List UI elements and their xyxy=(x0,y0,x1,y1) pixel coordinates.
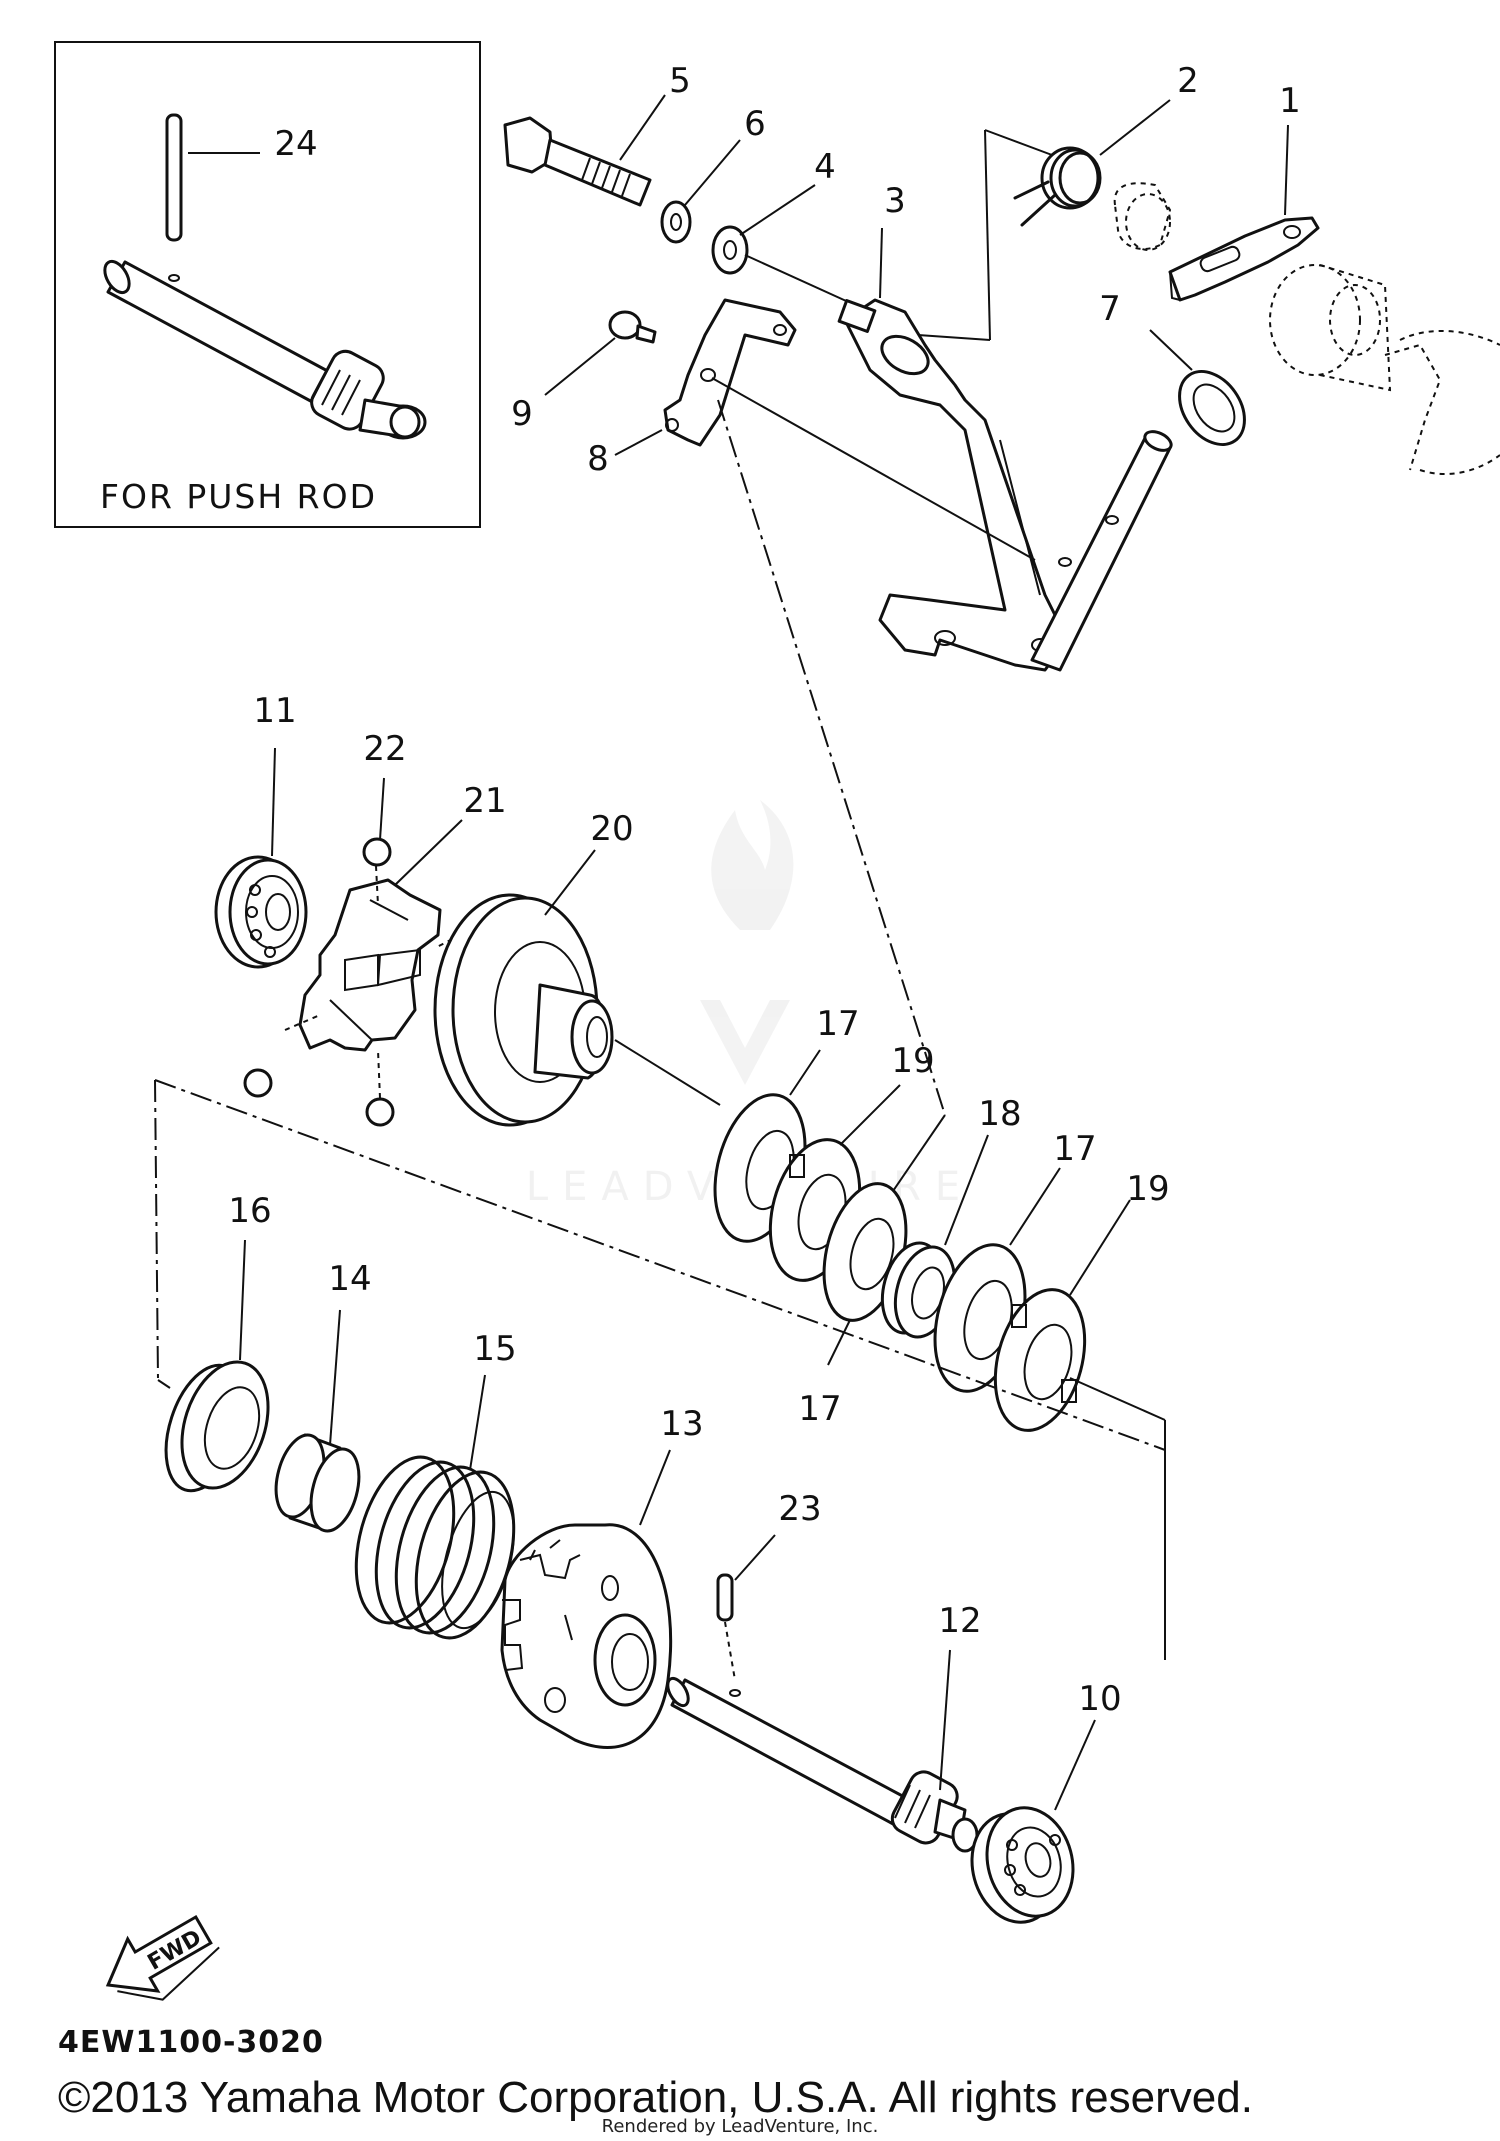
lock-washer-6 xyxy=(660,200,692,244)
clutch-lever-3 xyxy=(837,298,1062,672)
clutch-hub-20 xyxy=(433,893,614,1127)
rendered-by-notice: Rendered by LeadVenture, Inc. xyxy=(602,2116,879,2137)
callout-18: 18 xyxy=(978,1094,1021,1134)
callout-24: 24 xyxy=(274,124,317,164)
pin-24 xyxy=(165,113,183,242)
callout-17b: 17 xyxy=(798,1389,841,1429)
fwd-arrow-icon: FWD xyxy=(105,1914,220,2001)
callout-19b: 19 xyxy=(1126,1169,1169,1209)
callout-9: 9 xyxy=(511,394,533,434)
callout-14: 14 xyxy=(328,1259,371,1299)
oil-seal-16 xyxy=(164,1360,270,1493)
callout-4: 4 xyxy=(814,147,836,187)
callout-15: 15 xyxy=(473,1329,516,1369)
oil-seal-7 xyxy=(1178,370,1246,446)
callout-8: 8 xyxy=(587,439,609,479)
push-rod-alt xyxy=(103,259,427,440)
callout-22: 22 xyxy=(363,729,406,769)
screw-9 xyxy=(608,310,657,344)
push-rod-12 xyxy=(666,1676,979,1853)
callout-1: 1 xyxy=(1279,81,1301,121)
bolt-5 xyxy=(503,116,652,207)
callout-7: 7 xyxy=(1099,289,1121,329)
callout-17c: 17 xyxy=(1053,1129,1096,1169)
gear-13 xyxy=(500,1523,673,1749)
callout-16: 16 xyxy=(228,1191,271,1231)
pin-23 xyxy=(716,1573,734,1622)
callout-17a: 17 xyxy=(816,1004,859,1044)
callout-10: 10 xyxy=(1078,1679,1121,1719)
callout-19a: 19 xyxy=(891,1041,934,1081)
crankcase-ghost xyxy=(1269,264,1500,476)
callout-20: 20 xyxy=(590,809,633,849)
bracket-8 xyxy=(663,298,797,447)
callout-6: 6 xyxy=(744,104,766,144)
inset-caption: FOR PUSH ROD xyxy=(100,477,377,516)
callout-12: 12 xyxy=(938,1601,981,1641)
washer-4 xyxy=(711,225,749,275)
callout-13: 13 xyxy=(660,1404,703,1444)
push-rod-inset: 24 FOR PUSH ROD xyxy=(54,41,481,528)
callout-11: 11 xyxy=(253,691,296,731)
callout-3: 3 xyxy=(884,181,906,221)
bearing-11 xyxy=(214,855,308,969)
callout-23: 23 xyxy=(778,1489,821,1529)
copyright-notice: ©2013 Yamaha Motor Corporation, U.S.A. A… xyxy=(58,2073,1253,2122)
part-code: 4EW1100-3020 xyxy=(58,2025,324,2060)
callout-5: 5 xyxy=(669,61,691,101)
spring-15 xyxy=(354,1455,516,1640)
callout-2: 2 xyxy=(1177,61,1199,101)
push-lever-1 xyxy=(1168,216,1320,302)
ball-cam-21 xyxy=(298,878,442,1052)
lever-shaft xyxy=(1030,430,1173,672)
collar-14 xyxy=(274,1433,361,1533)
bearing-10 xyxy=(970,1806,1075,1924)
bushing-ghost xyxy=(1113,182,1172,251)
spring-2 xyxy=(1013,146,1102,227)
callout-21: 21 xyxy=(463,781,506,821)
